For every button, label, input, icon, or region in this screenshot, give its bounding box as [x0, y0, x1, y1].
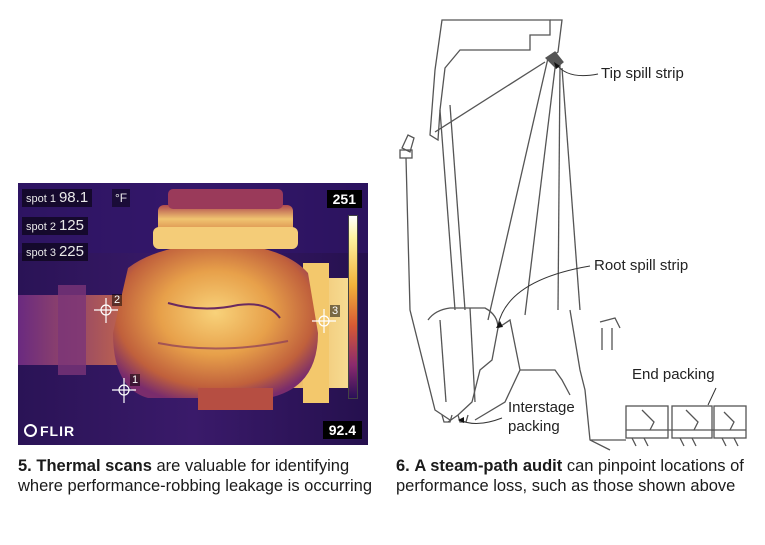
figure-6-number: 6.: [396, 457, 410, 475]
figure-5-bold-text: Thermal scans: [36, 457, 152, 475]
spot-2-label: spot 2: [26, 221, 56, 233]
callout-root-spill-strip: Root spill strip: [594, 257, 689, 274]
figure-6-caption-text: can pinpoint locations of performance lo…: [396, 457, 744, 495]
turbine-section-drawing: [399, 19, 747, 451]
flir-logo: FLIR: [24, 423, 75, 439]
marker-label-2: 2: [112, 294, 123, 306]
spot-3-value: 225: [58, 243, 84, 260]
flir-brand-text: FLIR: [40, 423, 76, 439]
figure-5-caption: 5. Thermal scans are valuable for identi…: [18, 457, 378, 496]
spot-3-label: spot 3: [26, 247, 56, 259]
crosshair-markers: [94, 298, 336, 403]
marker-label-1: 1: [130, 374, 141, 386]
thermal-valve-picture: [18, 183, 368, 445]
figure-6-caption: 6. A steam-path audit can pinpoint locat…: [396, 457, 756, 496]
spot-1-value: 98.1: [58, 189, 89, 206]
callout-tip-spill-strip: Tip spill strip: [601, 65, 684, 82]
scale-min-value: 92.4: [322, 421, 362, 439]
figure-5-number: 5.: [18, 457, 32, 475]
spot-2-value: 125: [58, 217, 84, 234]
steam-path-diagram: Tip spill strip Root spill strip Interst…: [380, 10, 765, 455]
marker-label-3: 3: [330, 305, 341, 317]
callout-interstage-line-1: Interstage: [508, 399, 575, 416]
spot-1-label: spot 1: [26, 193, 56, 205]
temperature-unit: °F: [112, 189, 131, 207]
flir-mark-icon: [24, 424, 37, 437]
callout-arrowheads: [458, 62, 560, 423]
figure-6-bold-text: A steam-path audit: [414, 457, 563, 475]
callout-end-packing: End packing: [632, 366, 715, 383]
figure-5-caption-text: are valuable for identifying where perfo…: [18, 457, 373, 495]
temperature-scale-bar: [348, 215, 358, 399]
callout-interstage-line-2: packing: [508, 418, 560, 435]
scale-max-value: 251: [326, 190, 362, 208]
